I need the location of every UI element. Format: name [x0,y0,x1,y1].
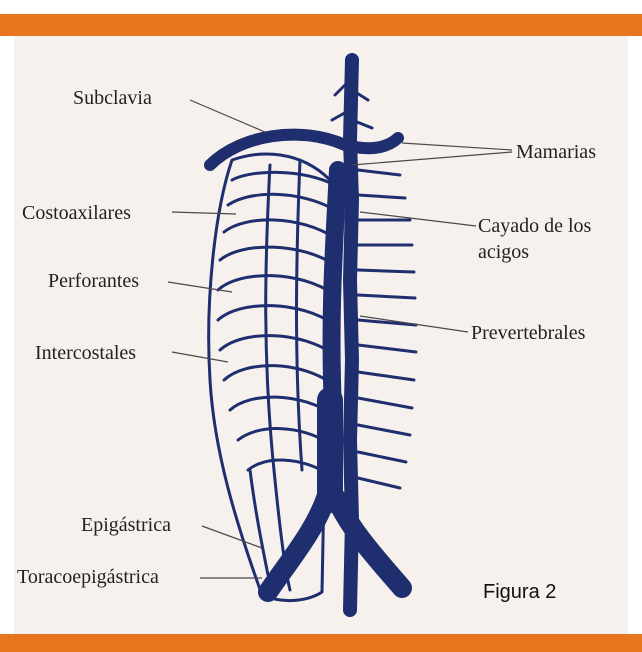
label-perforantes: Perforantes [48,270,139,292]
vein-illustration [209,60,416,610]
internal-mammary-channel [266,165,290,590]
intercostales-leader [172,352,228,362]
label-epigastrica: Epigástrica [81,514,171,536]
figure-caption: Figura 2 [483,581,556,603]
mamarias-leader-1 [402,143,512,150]
perforating-channel [297,160,303,470]
mamarias-leader-2 [352,152,512,165]
label-cayado-line1: Cayado de los [478,215,592,237]
subclavia-leader [190,100,265,132]
label-cayado-line2: acigos [478,241,529,263]
iliac-left [268,498,326,592]
label-mamarias: Mamarias [516,141,596,163]
epigastrica-leader [202,526,262,548]
label-subclavia: Subclavia [73,87,152,109]
label-toracoepigastrica: Toracoepigástrica [17,566,159,588]
label-prevertebrales: Prevertebrales [471,322,586,344]
label-intercostales: Intercostales [35,342,136,364]
prevertebrales-leader [360,316,468,332]
label-costoaxilares: Costoaxilares [22,202,131,224]
epigastric-vein [250,470,268,575]
costoaxilares-leader [172,212,236,214]
